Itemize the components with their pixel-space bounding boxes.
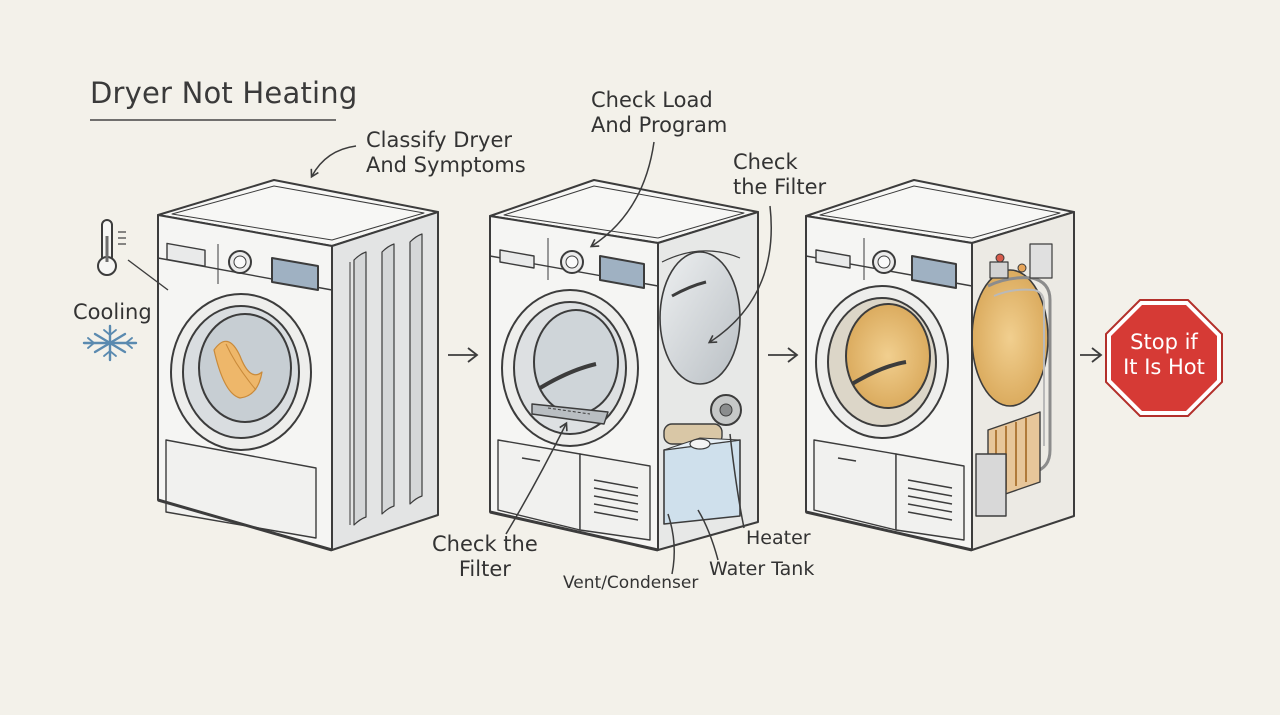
leader-check-load xyxy=(589,141,655,248)
label-vent-condenser: Vent/Condenser xyxy=(563,573,699,593)
leader-classify xyxy=(310,145,357,179)
stop-sign-line-2: It Is Hot xyxy=(1123,355,1205,380)
thermometer-pointer xyxy=(127,259,169,291)
stop-sign-text: Stop if It Is Hot xyxy=(1106,330,1222,380)
label-classify-line-1: Classify Dryer xyxy=(366,128,512,152)
label-check-load-line-2: And Program xyxy=(591,112,728,137)
arrow-right-icon xyxy=(768,347,799,363)
dryer-2 xyxy=(489,179,759,552)
dryer-1 xyxy=(157,179,439,552)
label-check-filter-top: Check the Filter xyxy=(733,150,826,200)
stop-sign-icon xyxy=(1105,299,1223,417)
arrow-right-icon xyxy=(448,347,479,363)
stop-sign-line-1: Stop if xyxy=(1130,330,1198,354)
thermometer-icon xyxy=(97,219,126,276)
leader-check-filter-bottom xyxy=(505,421,568,535)
label-classify-dryer: Classify Dryer And Symptoms xyxy=(366,128,526,178)
label-check-filter-top-line-2: the Filter xyxy=(733,174,827,199)
leader-water-tank xyxy=(697,509,719,561)
arrow-right-icon xyxy=(1080,347,1103,363)
label-cooling: Cooling xyxy=(73,300,152,324)
leader-vent xyxy=(667,513,675,575)
diagram-title: Dryer Not Heating xyxy=(90,76,358,110)
label-classify-line-2: And Symptoms xyxy=(366,152,526,177)
label-check-load: Check Load And Program xyxy=(591,88,727,138)
label-check-filter-bottom: Check the Filter xyxy=(432,532,538,582)
label-check-filter-top-line-1: Check xyxy=(733,150,798,174)
label-check-load-line-1: Check Load xyxy=(591,88,713,112)
leader-check-filter-top xyxy=(707,205,772,344)
leader-heater xyxy=(729,433,745,529)
label-check-filter-bottom-line-2: Filter xyxy=(458,556,511,581)
label-water-tank: Water Tank xyxy=(709,558,815,580)
label-check-filter-bottom-line-1: Check the xyxy=(432,532,538,556)
callout-lines xyxy=(310,141,772,575)
dryer-3 xyxy=(805,179,1075,552)
snowflake-icon xyxy=(82,324,138,362)
label-heater: Heater xyxy=(746,527,811,549)
